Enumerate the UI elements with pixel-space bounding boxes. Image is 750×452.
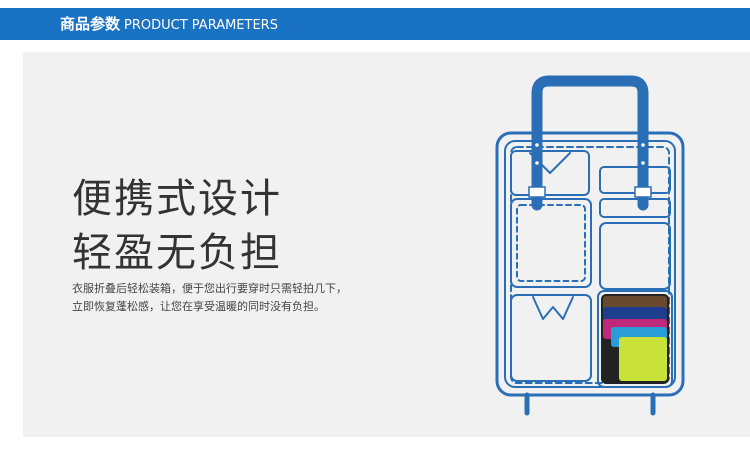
headline-line-1: 便携式设计 <box>72 176 282 222</box>
section-title-en: PRODUCT PARAMETERS <box>124 18 278 33</box>
suitcase-icon <box>495 75 685 416</box>
packed-garments <box>601 294 669 384</box>
section-title-cn: 商品参数 <box>60 15 121 33</box>
header-decoration <box>300 38 540 40</box>
description-line-2: 立即恢复蓬松感，让您在享受温暖的同时没有负担。 <box>72 300 325 313</box>
headline-line-2: 轻盈无负担 <box>72 230 282 276</box>
headline: 便携式设计 轻盈无负担 <box>72 172 282 280</box>
description-line-1: 衣服折叠后轻松装箱，便于您出行要穿时只需轻拍几下， <box>72 282 347 295</box>
description: 衣服折叠后轻松装箱，便于您出行要穿时只需轻拍几下， 立即恢复蓬松感，让您在享受温… <box>72 280 392 316</box>
